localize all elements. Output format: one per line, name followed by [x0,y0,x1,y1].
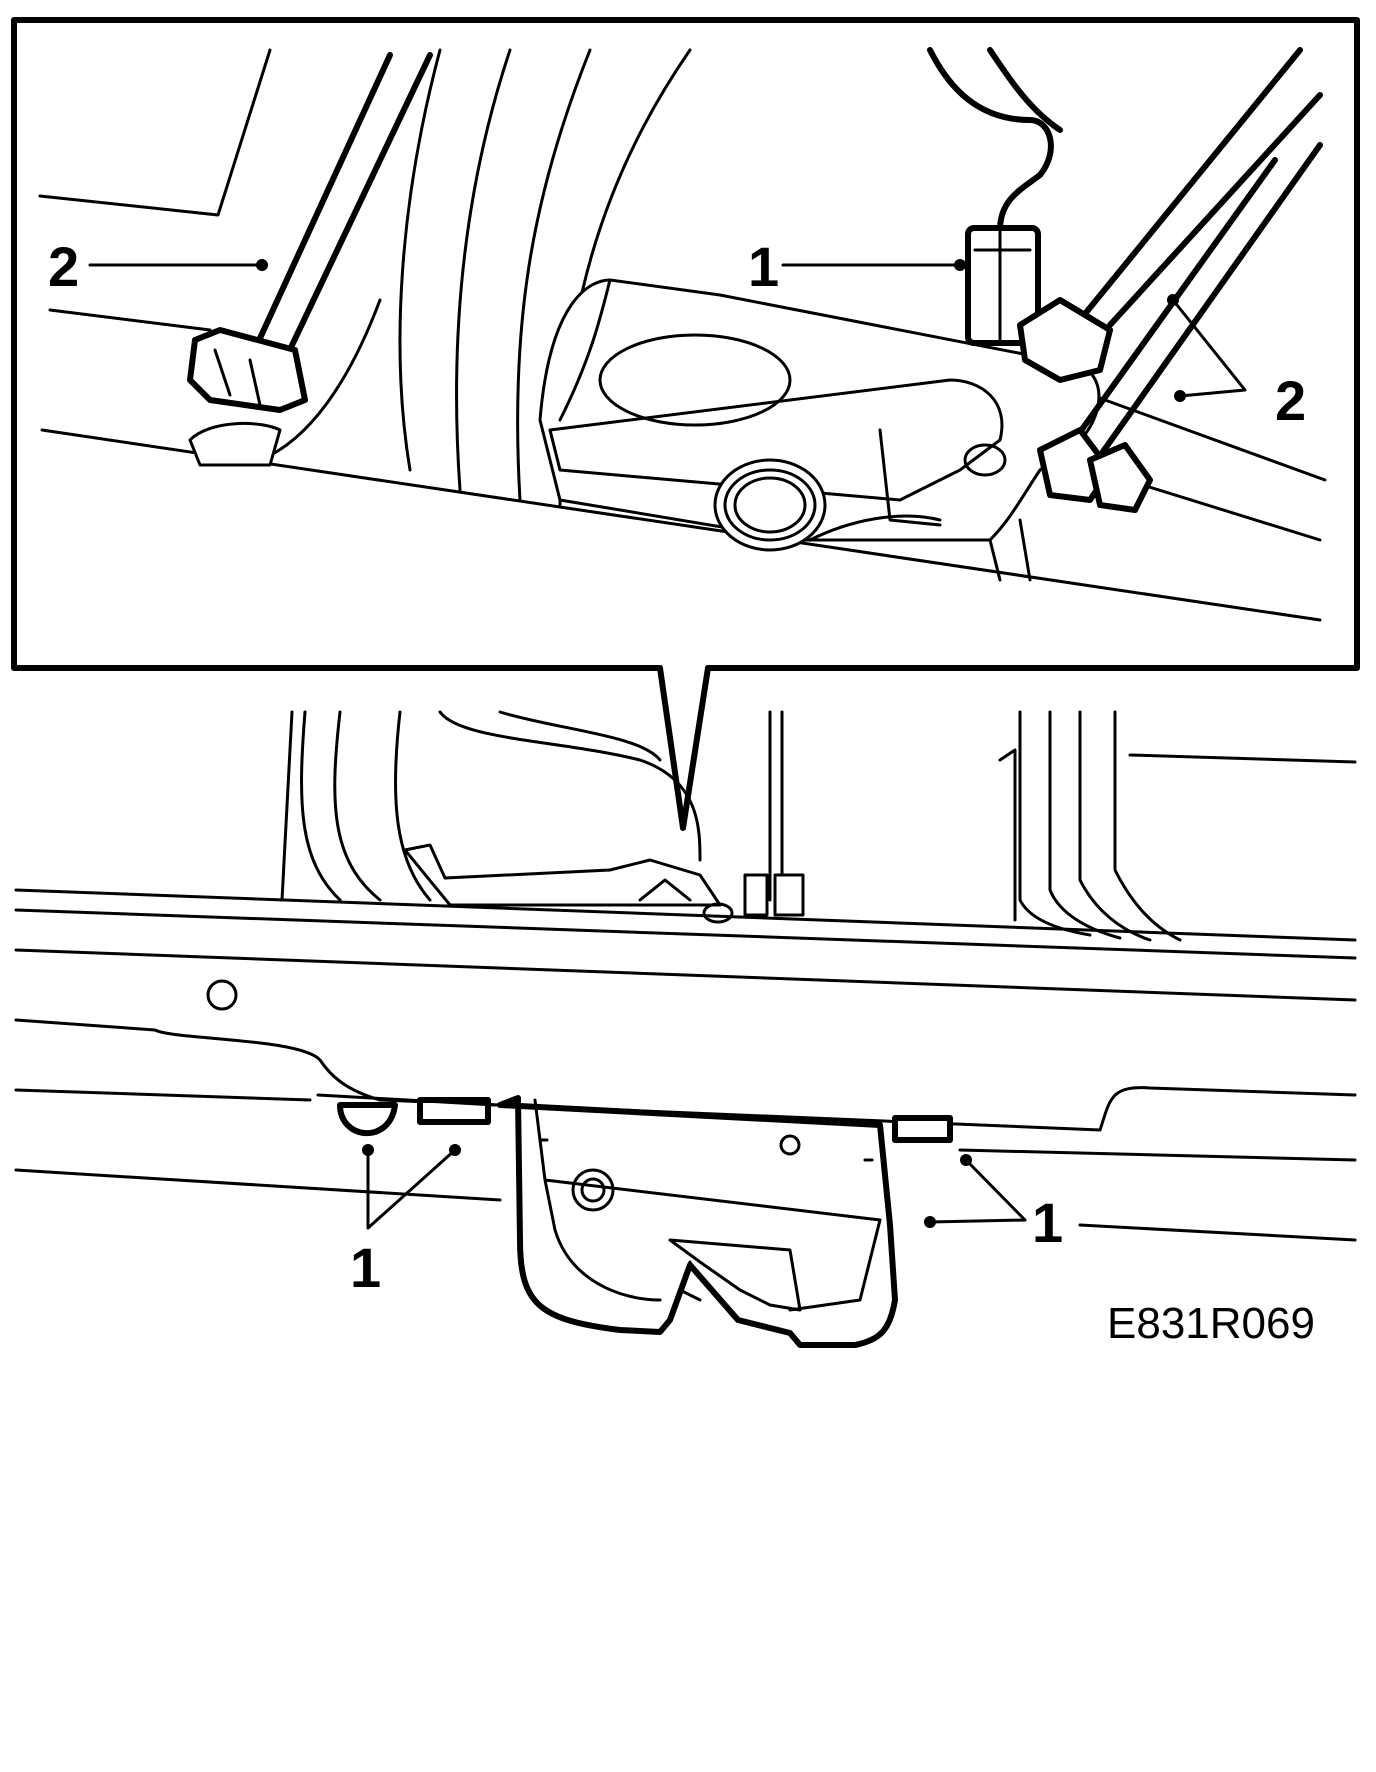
bolt-washer [316,1093,497,1107]
leader-line [928,1158,1027,1224]
bolt-nut [417,1097,491,1125]
connector-cable [987,47,1063,133]
lock-plate [548,378,1004,502]
callout-2-left: 2 [48,235,79,298]
crossmember-top [14,888,1357,942]
cable-clip-left-detail [213,348,262,407]
lock-bracket [988,518,1032,582]
panel-line [38,48,272,217]
lock-hole [963,443,1007,477]
leader-dot [1167,294,1179,306]
frame-line [333,710,382,902]
frame-line [1113,710,1182,942]
crossmember-top [14,908,1357,960]
lock-unit-hole [571,1168,615,1212]
cable-rod-right [1057,157,1278,463]
frame-line [768,710,784,902]
leader-dot [1174,390,1186,402]
lock-cylinder-ring [733,476,807,534]
lock-lever [808,514,942,542]
cable-rod-left [282,52,433,363]
connector-small [773,873,805,917]
frame-line [498,710,662,762]
lock-unit-hole [580,1177,606,1203]
connector-cable [927,47,1054,233]
lock-unit-line [538,1138,874,1162]
pillar-line [398,48,442,472]
lock-housing-edge [558,278,612,422]
lock-slot [668,1238,802,1312]
lower-panel-line [14,1088,312,1102]
lower-panel-line [14,1018,1357,1132]
electrical-connector-detail [973,226,1032,342]
frame-line [1018,710,1092,937]
leader-dot [256,259,268,271]
cable-rod-right [1077,47,1303,323]
lock-latch [678,1260,702,1302]
callout-1-inset: 1 [748,235,779,298]
frame-line [1078,710,1152,942]
lower-panel-line [1078,1223,1357,1242]
connector-small [743,873,769,917]
lock-cylinder [713,458,827,552]
frame-line [1048,710,1122,940]
bolt-nut [892,1115,953,1143]
frame-line [280,710,294,902]
detail-inset: 2 1 2 [11,17,1360,831]
frame-line [393,710,432,902]
cable-clip-left [187,327,308,413]
lock-cylinder-ring [723,468,817,542]
figure-id: E831R069 [1107,1299,1315,1348]
electrical-connector [965,225,1041,346]
pillar-line [455,48,512,492]
crossmember-hole [206,979,238,1011]
cable-rod-right [1087,142,1323,473]
frame-line [1128,753,1357,764]
panel-line [48,308,212,332]
clip-mount-left [188,422,282,467]
lock-rod [878,428,942,527]
leader-dot [954,259,966,271]
lock-tab-hole [702,902,734,924]
callout-1-main-right: 1 [1032,1191,1063,1254]
cable-clip-right-lower [1087,442,1153,513]
callout-1-main-left: 1 [350,1236,381,1299]
frame-line [998,748,1017,922]
leader-line [1171,298,1247,398]
pillar-line [258,298,382,462]
leader-line [366,1148,457,1230]
pillar-line [516,48,592,502]
bolt-head [337,1102,398,1137]
frame-line [438,710,702,862]
lock-tab [638,878,692,902]
lock-unit-edge [543,1178,662,1302]
lock-unit-hole [779,1134,801,1156]
lower-panel-line [14,1168,502,1202]
cable-rod-right [1107,92,1323,328]
main-view: 1 1 E831R069 [14,710,1357,1348]
crossmember-bottom [14,948,1357,1002]
lower-panel-line [958,1148,1357,1162]
lock-unit-edge [788,1218,882,1312]
tailgate-lock [497,1095,898,1348]
callout-2-right: 2 [1275,369,1306,432]
cable-rod-left [247,52,393,363]
lock-cylinder-recess [598,333,792,427]
cable-clip-right-upper [1017,297,1113,383]
lock-body-behind [403,843,722,907]
frame-line [300,710,342,902]
